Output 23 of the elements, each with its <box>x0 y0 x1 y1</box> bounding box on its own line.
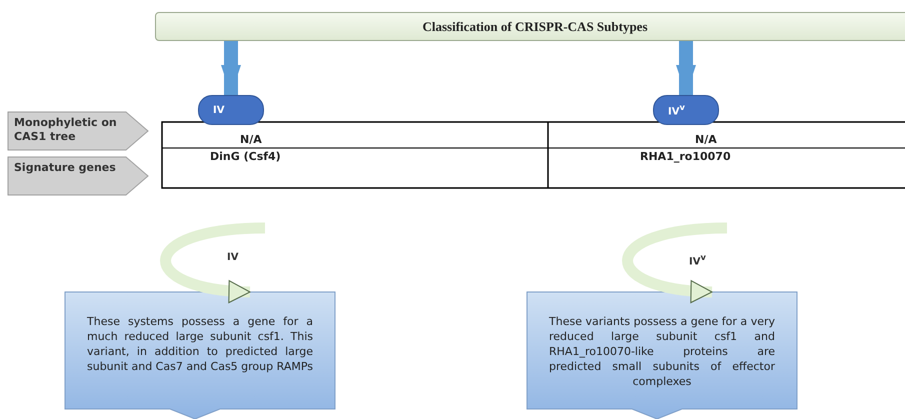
description-text: These systems possess a gene for a much reduced large subunit csf1. This variant, in addition to predicted large subunit and Cas7 and Cas5 group RAMPs <box>87 314 313 374</box>
curved-arrow <box>160 222 266 302</box>
curved-arrow <box>622 222 728 302</box>
type-badge <box>198 95 264 125</box>
description-text: These variants possess a gene for a very reduced large subunit csf1 and RHA1_ro10070-like proteins are predicted small subunits of effector complexes <box>549 314 775 389</box>
row-header-tab <box>8 112 148 150</box>
table-entry: DinG (Csf4) <box>210 150 281 163</box>
node-label: IV <box>213 104 224 116</box>
description-callout <box>65 292 335 419</box>
edge-label: IV <box>225 252 240 263</box>
row-header-tab <box>8 157 148 195</box>
node-label: Signature genes <box>14 161 117 175</box>
table-entry: N/A <box>240 133 262 146</box>
node-label: Classification of CRISPR-CAS Subtypes <box>422 18 648 34</box>
block-arrow <box>221 41 241 95</box>
title-banner <box>155 12 905 41</box>
type-badge <box>653 95 719 125</box>
description-callout <box>527 292 797 419</box>
table-entry: RHA1_ro10070 <box>640 150 731 163</box>
node-label: IV$^{v}$ <box>668 102 685 118</box>
node-label: Monophyletic on CAS1 tree <box>14 116 118 144</box>
block-arrow <box>676 41 696 95</box>
table-entry: N/A <box>695 133 717 146</box>
